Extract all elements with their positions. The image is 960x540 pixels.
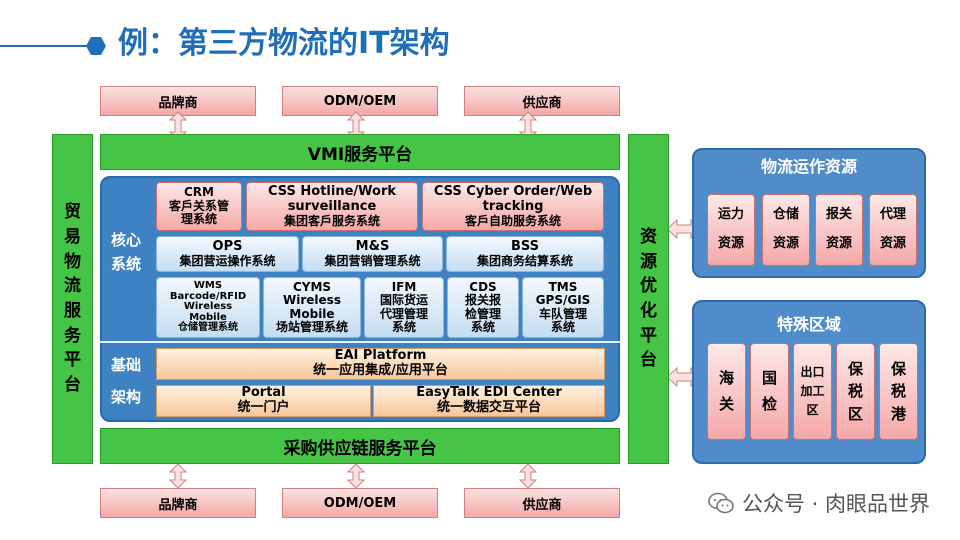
arrow-bottom-odm	[346, 463, 366, 489]
zone-bonded-area: 保税区	[836, 343, 875, 440]
core-systems-label: 核心系统	[110, 231, 141, 273]
resource-warehouse: 仓储资源	[762, 194, 810, 266]
arrow-bottom-supplier	[518, 463, 538, 489]
resource-customs: 报关资源	[815, 194, 863, 266]
zone-inspection: 国检	[750, 343, 789, 440]
logistics-resources-title: 物流运作资源	[760, 157, 857, 176]
partner-top-brand: 品牌商	[100, 86, 256, 116]
zone-customs: 海关	[707, 343, 746, 440]
zone-export-processing: 出口加工区	[793, 343, 832, 440]
wechat-icon	[708, 492, 734, 514]
panel-divider	[100, 341, 620, 343]
page-title: 例：第三方物流的IT架构	[118, 26, 450, 61]
resource-agent: 代理资源	[869, 194, 917, 266]
vmi-platform: VMI服务平台	[100, 134, 620, 170]
procurement-platform: 采购供应链服务平台	[100, 428, 620, 464]
arrow-bottom-brand	[168, 463, 188, 489]
partner-top-odm: ODM/OEM	[282, 86, 438, 116]
hexagon-icon	[86, 37, 106, 55]
infrastructure-label: 基础架构	[110, 356, 141, 406]
trade-logistics-platform: 贸易 物流 服务 平台	[52, 134, 93, 464]
watermark-text: 公众号 · 肉眼品世界	[741, 492, 930, 516]
partner-bottom-supplier: 供应商	[464, 488, 620, 518]
watermark: 公众号 · 肉眼品世界	[708, 488, 930, 518]
resource-transport: 运力资源	[707, 194, 755, 266]
partner-bottom-odm: ODM/OEM	[282, 488, 438, 518]
zone-bonded-port: 保税港	[879, 343, 918, 440]
special-zones-title: 特殊区域	[776, 315, 841, 334]
resource-optimization-platform: 资源 优化 平台	[628, 134, 669, 464]
title-rule	[0, 45, 95, 47]
partner-top-supplier: 供应商	[464, 86, 620, 116]
